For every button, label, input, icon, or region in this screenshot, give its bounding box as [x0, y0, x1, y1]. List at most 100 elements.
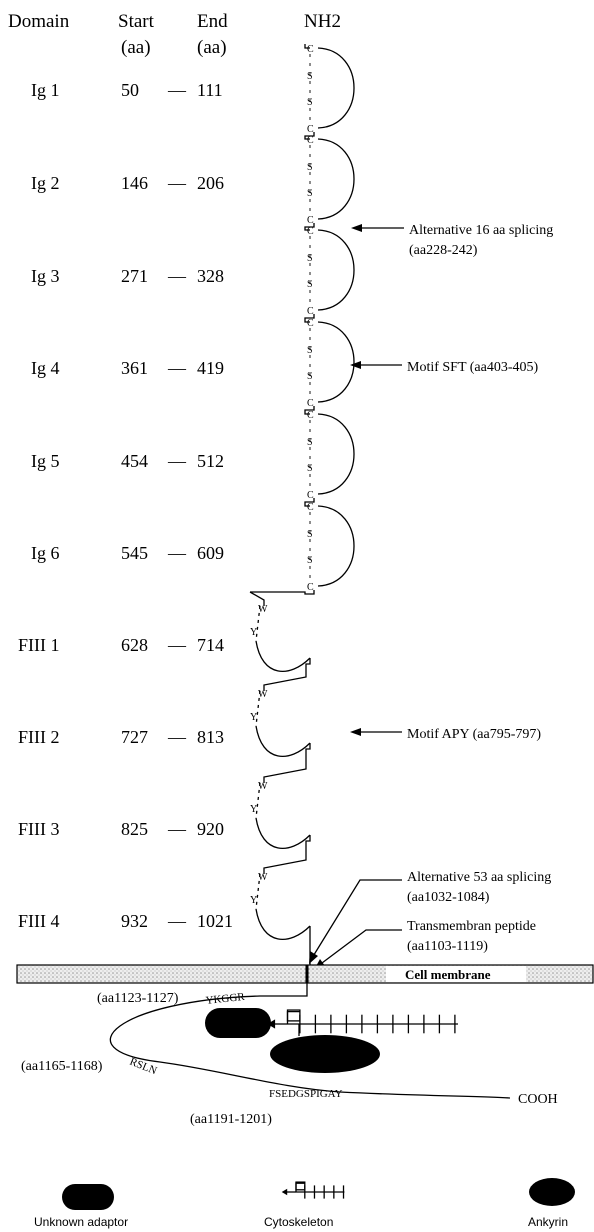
annotation-splice16-range: (aa228-242): [409, 243, 478, 258]
tyrosine-residue: Y: [250, 627, 257, 638]
fibronectin-arc: [255, 640, 311, 672]
domain-end: 419: [197, 358, 224, 378]
interdomain-linker: [304, 498, 315, 507]
cysteine-residue: C: [307, 502, 314, 513]
cytoplasmic-tail: (aa1123-1127) YKGGR (aa1165-1168) RSLN F…: [21, 983, 558, 1127]
wy-link: [255, 690, 261, 727]
domain-start: 628: [121, 635, 148, 655]
position-label-2: (aa1165-1168): [21, 1059, 103, 1074]
sequence-fsedgspigay: FSEDGSPIGAY: [269, 1088, 343, 1100]
arrowhead-sft: [350, 361, 361, 369]
sequence-ykggr: YKGGR: [205, 991, 246, 1007]
cytoskeleton-arrowhead: [267, 1019, 276, 1029]
range-dash: —: [167, 80, 187, 100]
domain-start: 454: [121, 451, 148, 471]
annotation-splice53-range: (aa1032-1084): [407, 890, 490, 905]
nh2-label: NH2: [304, 11, 341, 32]
domain-name: Ig 6: [31, 543, 60, 563]
disulfide-loop: [317, 413, 355, 495]
range-dash: —: [167, 266, 187, 286]
domain-name: FIII 2: [18, 727, 60, 747]
annotation-sft: Motif SFT (aa403-405): [407, 360, 539, 375]
sulfur-bond: S: [307, 97, 313, 108]
unknown-adaptor-shape: [205, 1008, 271, 1038]
domain-name: Ig 1: [31, 80, 60, 100]
range-dash: —: [167, 358, 187, 378]
legend-cytoskeleton-label: Cytoskeleton: [264, 1215, 333, 1229]
arrow-splice53: [311, 879, 402, 959]
interdomain-linker: [263, 743, 311, 783]
domain-start: 271: [121, 266, 148, 286]
wy-link: [255, 605, 261, 642]
annotation-splice16: Alternative 16 aa splicing: [409, 223, 553, 238]
cytoskeleton-branch: [286, 1010, 300, 1024]
cysteine-residue: C: [307, 124, 314, 135]
domain-end: 813: [197, 727, 224, 747]
annotation-transmembrane: Transmembran peptide: [407, 919, 536, 934]
disulfide-loop: [317, 138, 355, 220]
tryptophan-residue: W: [258, 689, 268, 700]
interdomain-linker: [249, 591, 265, 606]
ankyrin-shape: [270, 1035, 380, 1073]
sulfur-bond: S: [307, 345, 313, 356]
range-dash: —: [167, 173, 187, 193]
interdomain-linker: [304, 406, 315, 415]
cysteine-residue: C: [307, 490, 314, 501]
domain-end: 1021: [197, 911, 233, 931]
header-start-unit: (aa): [121, 37, 151, 58]
domain-start: 361: [121, 358, 148, 378]
domain-name: FIII 4: [18, 911, 60, 931]
domain-name: Ig 3: [31, 266, 60, 286]
arrowhead-splice53: [309, 951, 318, 964]
tryptophan-residue: W: [258, 781, 268, 792]
interdomain-linker: [250, 590, 315, 595]
sulfur-bond: S: [307, 555, 313, 566]
fibronectin-arc: [255, 908, 311, 940]
domain-start: 727: [121, 727, 148, 747]
arrowhead-apy: [350, 728, 361, 736]
cysteine-residue: C: [307, 135, 314, 146]
annotation-splice53: Alternative 53 aa splicing: [407, 870, 551, 885]
sulfur-bond: S: [307, 253, 313, 264]
tryptophan-residue: W: [258, 604, 268, 615]
cell-membrane: Cell membrane: [16, 964, 594, 984]
nh2-terminus: [304, 44, 310, 49]
domain-name: Ig 4: [31, 358, 60, 378]
domain-name: FIII 3: [18, 819, 60, 839]
cooh-label: COOH: [518, 1092, 558, 1107]
cytoskeleton-box: [286, 1009, 301, 1022]
header-end: End: [197, 11, 228, 32]
legend-ankyrin-label: Ankyrin: [528, 1215, 568, 1229]
cysteine-residue: C: [307, 318, 314, 329]
interdomain-linker: [304, 314, 315, 323]
domain-end: 714: [197, 635, 224, 655]
sulfur-bond: S: [307, 437, 313, 448]
fibronectin-domain-loop: WY: [250, 689, 311, 783]
sulfur-bond: S: [307, 463, 313, 474]
cysteine-residue: C: [307, 306, 314, 317]
interdomain-linker: [304, 132, 315, 140]
tyrosine-residue: Y: [250, 804, 257, 815]
wy-link: [255, 873, 261, 910]
disulfide-loop: [317, 229, 355, 311]
header-end-unit: (aa): [197, 37, 227, 58]
domain-start: 146: [121, 173, 148, 193]
disulfide-loop: [317, 321, 355, 403]
sulfur-bond: S: [307, 71, 313, 82]
domain-end: 920: [197, 819, 224, 839]
arrowhead-splice16: [351, 224, 362, 232]
domain-name: Ig 2: [31, 173, 60, 193]
domain-name: Ig 5: [31, 451, 60, 471]
cytoskeleton-branch: [295, 1182, 305, 1192]
domain-end: 206: [197, 173, 224, 193]
domain-end: 328: [197, 266, 224, 286]
annotation-transmembrane-range: (aa1103-1119): [407, 939, 488, 954]
domain-start: 932: [121, 911, 148, 931]
fibronectin-arc: [255, 817, 311, 849]
